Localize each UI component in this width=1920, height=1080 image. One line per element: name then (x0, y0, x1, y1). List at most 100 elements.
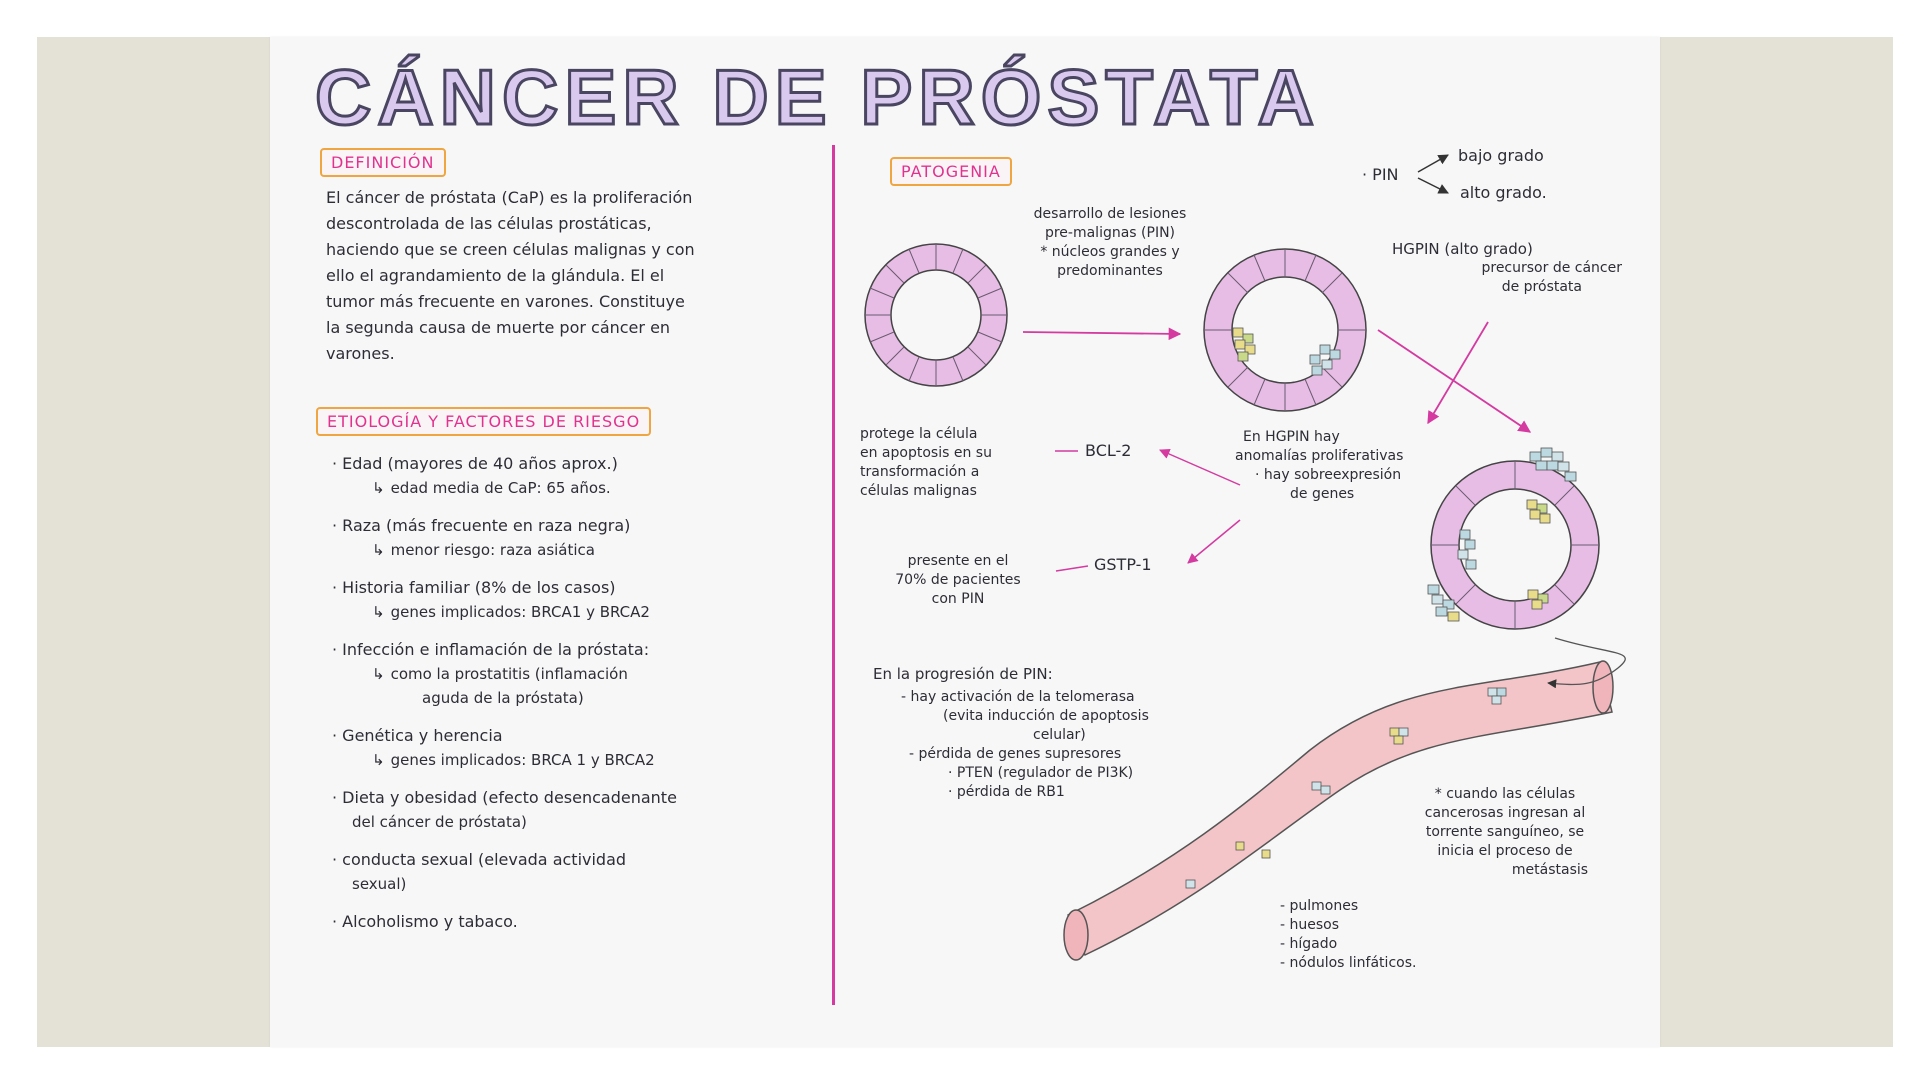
cancer-gland-ring (1427, 447, 1600, 630)
risk-factor-sub: menor riesgo: raza asiática (390, 541, 595, 559)
page-title: CÁNCER DE PRÓSTATA (314, 52, 1320, 143)
tumor-cell-cluster (1427, 584, 1460, 622)
hgpin-note: HGPIN (alto grado) precursor de cáncer d… (1392, 240, 1622, 297)
column-divider (832, 145, 835, 1005)
branch-arrow-icon: ↳ (372, 665, 385, 683)
risk-factor-main: Genética y herencia (342, 726, 503, 745)
tumor-cell-cluster (1529, 447, 1577, 482)
tumor-cell-cluster (1527, 589, 1549, 610)
anomalies-line: anomalías proliferativas (1235, 448, 1404, 464)
metastasis-line: cancerosas ingresan al (1424, 805, 1586, 821)
lesiones-line: * núcleos grandes y (1040, 244, 1180, 260)
hgpin-line: precursor de cáncer (1481, 260, 1622, 276)
lesiones-line: pre-malignas (PIN) (1044, 225, 1176, 241)
bcl2-label: BCL-2 (1085, 441, 1132, 460)
gstp-label: GSTP-1 (1094, 555, 1152, 574)
progresion-note: En la progresión de PIN: - hay activació… (873, 665, 1149, 802)
risk-factor-sub: genes implicados: BRCA 1 y BRCA2 (390, 751, 655, 769)
definicion-line: descontrolada de las células prostáticas… (326, 214, 652, 233)
notes-sheet (270, 37, 1660, 1047)
tumor-cell-cluster (1526, 499, 1551, 524)
pin-gland-ring (1203, 248, 1367, 412)
metastasis-line: metástasis (1511, 862, 1589, 878)
risk-factor-main: Historia familiar (8% de los casos) (342, 578, 616, 597)
risk-factor-sub: del cáncer de próstata) (352, 813, 527, 831)
anomalies-line: En HGPIN hay (1243, 429, 1340, 445)
pin-label: · PIN (1362, 165, 1399, 184)
risk-factor-item: · Infección e inflamación de la próstata… (332, 640, 650, 707)
site-item: - huesos (1280, 917, 1340, 933)
circulating-tumor-cells (1185, 687, 1507, 889)
definicion-heading: DEFINICIÓN (320, 148, 446, 177)
risk-factor-item: · conducta sexual (elevada actividad sex… (332, 850, 627, 893)
tumor-cell-cluster (1457, 529, 1477, 570)
progresion-line: · PTEN (regulador de PI3K) (948, 765, 1134, 781)
metastasis-line: inicia el proceso de (1437, 843, 1573, 859)
blood-vessel (1063, 637, 1626, 961)
definicion-line: haciendo que se creen células malignas y… (326, 240, 695, 259)
pin-branch-arrows (1417, 154, 1449, 194)
definicion-line: ello el agrandamiento de la glándula. El… (326, 266, 665, 285)
site-item: - hígado (1280, 936, 1338, 952)
risk-factor-main: Alcoholismo y tabaco. (342, 912, 518, 931)
pin-high-grade: alto grado. (1460, 183, 1547, 202)
anomalies-line: de genes (1290, 486, 1355, 502)
progresion-line: (evita inducción de apoptosis (943, 708, 1149, 724)
entry-arrow (1547, 637, 1626, 689)
branch-arrow-icon: ↳ (372, 603, 385, 621)
site-item: - nódulos linfáticos. (1280, 955, 1417, 971)
risk-factor-item: · Historia familiar (8% de los casos) ↳g… (332, 578, 650, 621)
risk-factor-sub: sexual) (352, 875, 407, 893)
risk-factor-item: · Dieta y obesidad (efecto desencadenant… (332, 788, 677, 831)
pin-low-grade: bajo grado (1458, 146, 1544, 165)
definicion-line: El cáncer de próstata (CaP) es la prolif… (326, 188, 693, 207)
definicion-paragraph: El cáncer de próstata (CaP) es la prolif… (326, 185, 816, 367)
gstp-line: 70% de pacientes (895, 572, 1021, 588)
risk-factor-main: Dieta y obesidad (efecto desencadenante (342, 788, 677, 807)
bcl2-line: protege la célula (860, 426, 978, 442)
progresion-title: En la progresión de PIN: (873, 665, 1053, 683)
metastasis-note: * cuando las células cancerosas ingresan… (1385, 785, 1625, 880)
risk-factor-main: Raza (más frecuente en raza negra) (342, 516, 631, 535)
etiologia-heading: ETIOLOGÍA Y FACTORES DE RIESGO (316, 407, 652, 436)
lesiones-note: desarrollo de lesiones pre-malignas (PIN… (1000, 205, 1220, 281)
definicion-line: varones. (326, 344, 395, 363)
branch-arrow-icon: ↳ (372, 479, 385, 497)
anomalies-line: · hay sobreexpresión (1255, 467, 1402, 483)
patogenia-heading: PATOGENIA (890, 157, 1012, 186)
bcl2-line: transformación a (860, 464, 980, 480)
risk-factor-sub: como la prostatitis (inflamación (390, 665, 628, 683)
definicion-line: la segunda causa de muerte por cáncer en (326, 318, 671, 337)
risk-factor-list: · Edad (mayores de 40 años aprox.) ↳edad… (332, 452, 822, 948)
pin-label-text: PIN (1372, 165, 1399, 184)
bcl2-note: protege la célula en apoptosis en su tra… (860, 425, 992, 501)
metastasis-sites: - pulmones - huesos - hígado - nódulos l… (1280, 897, 1416, 973)
metastasis-line: torrente sanguíneo, se (1425, 824, 1585, 840)
risk-factor-item: · Genética y herencia ↳genes implicados:… (332, 726, 655, 769)
risk-factor-item: · Alcoholismo y tabaco. (332, 912, 518, 931)
risk-factor-sub: edad media de CaP: 65 años. (390, 479, 611, 497)
definicion-line: tumor más frecuente en varones. Constitu… (326, 292, 685, 311)
gene-connectors (1055, 448, 1241, 572)
dysplastic-cell-cluster (1232, 327, 1256, 362)
normal-gland-ring (864, 243, 1008, 387)
risk-factor-main: Edad (mayores de 40 años aprox.) (342, 454, 618, 473)
gstp-note: presente en el 70% de pacientes con PIN (868, 552, 1048, 609)
risk-factor-sub: genes implicados: BRCA1 y BRCA2 (390, 603, 650, 621)
gstp-line: con PIN (931, 591, 985, 607)
gstp-line: presente en el (907, 553, 1009, 569)
hgpin-title: HGPIN (alto grado) (1392, 240, 1533, 258)
risk-factor-item: · Raza (más frecuente en raza negra) ↳me… (332, 516, 631, 559)
hgpin-line: de próstata (1501, 279, 1582, 295)
precursor-arrow (1427, 321, 1489, 425)
hgpin-anomalies-note: En HGPIN hay anomalías proliferativas · … (1235, 428, 1403, 504)
progresion-line: - pérdida de genes supresores (909, 746, 1122, 762)
bcl2-line: células malignas (860, 483, 977, 499)
dysplastic-cell-cluster (1309, 344, 1341, 376)
progresion-line: - hay activación de la telomerasa (901, 689, 1135, 705)
progression-arrow (1022, 327, 1182, 341)
bcl2-line: en apoptosis en su (860, 445, 992, 461)
progresion-line: celular) (1033, 727, 1086, 743)
branch-arrow-icon: ↳ (372, 541, 385, 559)
